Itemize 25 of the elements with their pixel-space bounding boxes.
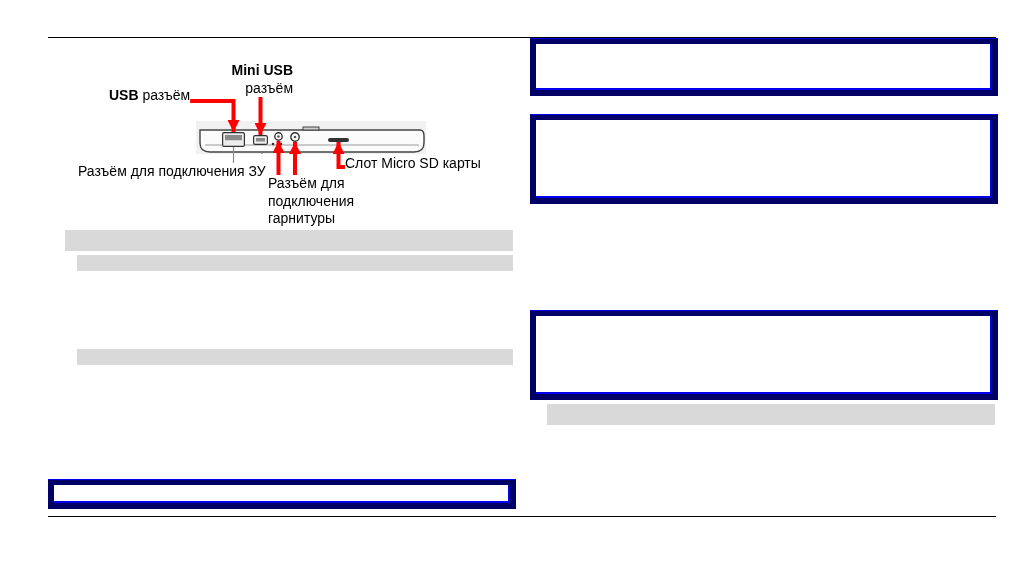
leader-line (232, 146, 235, 164)
callout-label: Разъём для подключения гарнитуры (268, 175, 368, 228)
device-drawing (196, 121, 426, 154)
callout-label: Слот Micro SD карты (345, 156, 481, 171)
usb-port (222, 132, 245, 147)
empty-frame (530, 310, 998, 400)
empty-frame (48, 479, 516, 509)
card-slot (328, 138, 349, 142)
callout-label: Разъём для подключения ЗУ (78, 163, 266, 179)
arrow (190, 99, 240, 132)
shaded-band (77, 349, 513, 365)
callout-label: USB разъём (109, 86, 191, 104)
empty-frame (530, 114, 998, 204)
audio-jack (274, 132, 283, 141)
shaded-band (77, 255, 513, 271)
callout-label: Mini USB разъём (213, 61, 293, 97)
arrow (254, 97, 267, 135)
arrow (332, 142, 345, 169)
shaded-band (547, 404, 995, 425)
arrow (272, 141, 285, 175)
mini-usb-port (253, 135, 268, 145)
shaded-band (65, 230, 513, 251)
arrow (289, 142, 301, 175)
audio-jack (290, 132, 300, 142)
empty-frame (530, 38, 998, 96)
